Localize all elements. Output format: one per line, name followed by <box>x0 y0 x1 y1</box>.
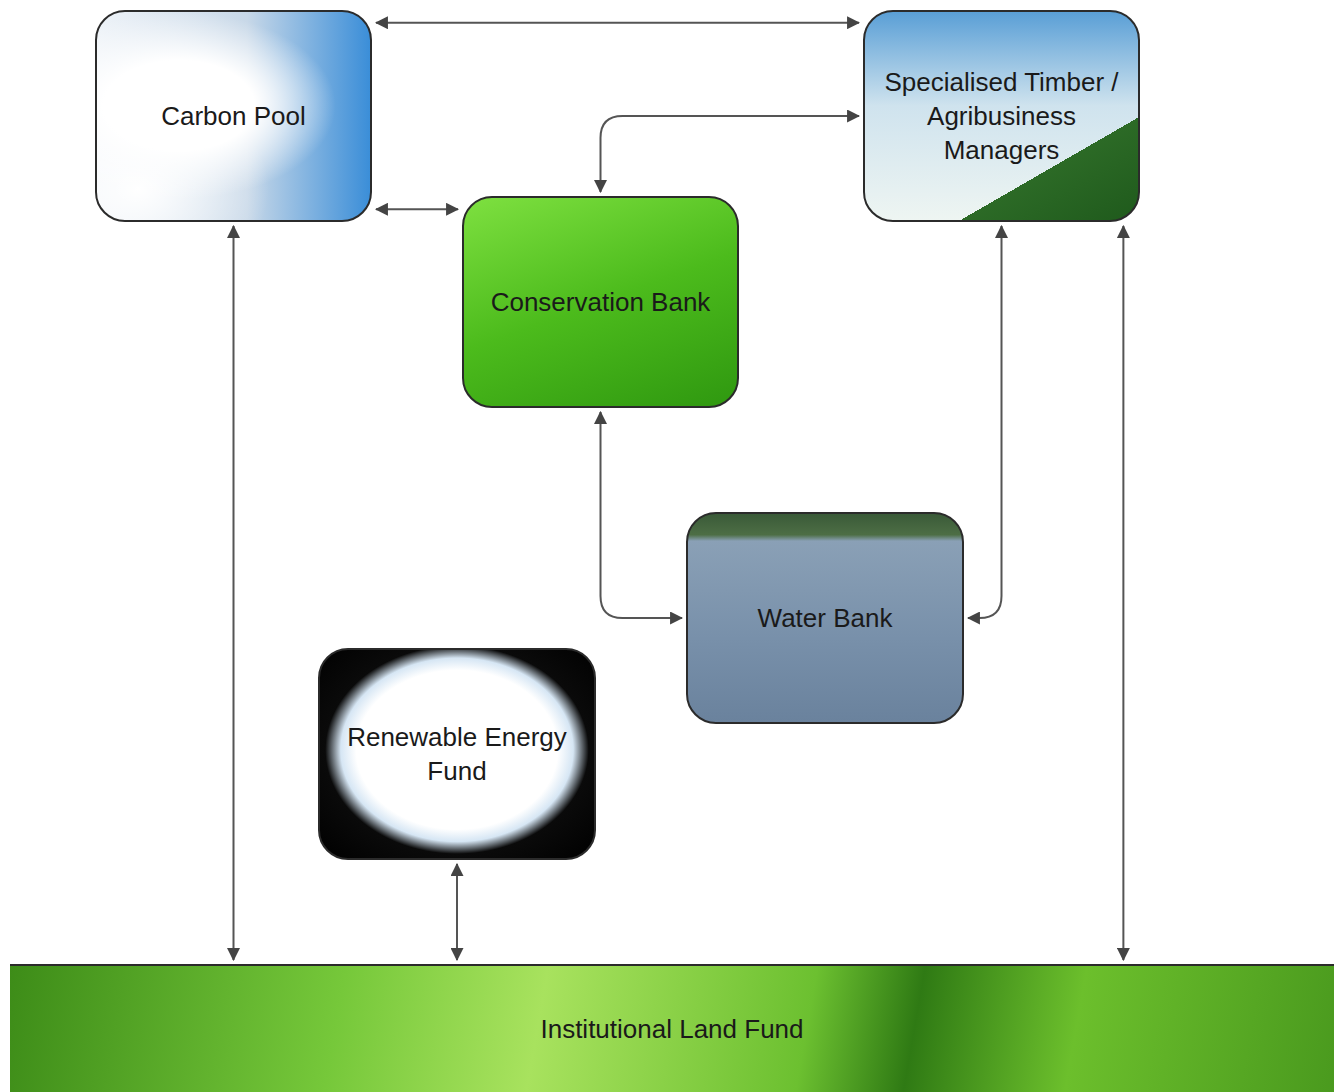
land-fund-band: Institutional Land Fund <box>10 964 1334 1092</box>
double-arrow-connector <box>456 864 458 960</box>
double-arrow-connector <box>376 22 859 24</box>
node-label: Carbon Pool <box>161 99 306 133</box>
node-label: Institutional Land Fund <box>540 1012 803 1046</box>
double-arrow-connector <box>233 226 235 960</box>
water-bank-box: Water Bank <box>686 512 964 724</box>
node-label: Specialised Timber / Agribusiness Manage… <box>879 65 1124 167</box>
double-arrow-connector <box>601 116 860 192</box>
double-arrow-connector <box>1122 226 1124 960</box>
node-label: Renewable Energy Fund <box>334 720 580 788</box>
timber-manager-box: Specialised Timber / Agribusiness Manage… <box>863 10 1140 222</box>
text-stack: Institutional Land Fund <box>540 1012 803 1046</box>
double-arrow-connector <box>968 226 1002 618</box>
double-arrow-connector <box>376 208 458 210</box>
double-arrow-connector <box>601 412 683 618</box>
energy-fund-box: Renewable Energy Fund <box>318 648 596 860</box>
conservation-bank-box: Conservation Bank <box>462 196 739 408</box>
carbon-pool-box: Carbon Pool <box>95 10 372 222</box>
node-label: Water Bank <box>758 601 893 635</box>
text-stack: Water Bank <box>758 601 893 635</box>
node-label: Conservation Bank <box>491 285 711 319</box>
text-stack: Carbon Pool <box>161 99 306 133</box>
text-stack: Specialised Timber / Agribusiness Manage… <box>879 65 1124 167</box>
text-stack: Conservation Bank <box>491 285 711 319</box>
text-stack: Renewable Energy Fund <box>334 720 580 788</box>
